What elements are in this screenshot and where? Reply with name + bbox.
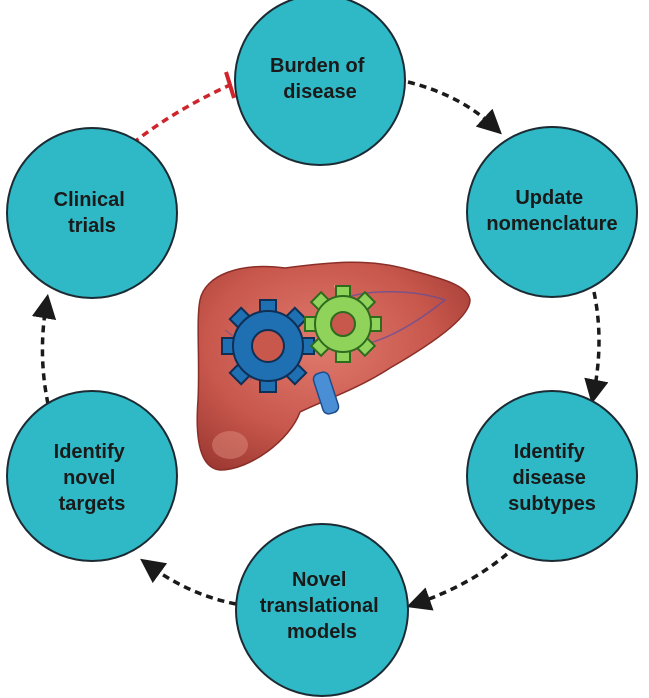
node-subtypes-line-1: Identify <box>514 441 586 463</box>
node-targets-line-3: targets <box>59 493 126 515</box>
node-targets-line-1: Identify <box>54 441 126 463</box>
arrow-burden-to-nomenclature <box>407 80 502 135</box>
node-models: Novel translational models <box>235 523 409 697</box>
node-burden-line-2: disease <box>283 81 356 103</box>
inhibit-trials-to-burden <box>131 83 231 145</box>
svg-text:Identify novel tar: Identify novel targets <box>54 441 131 515</box>
blue-gear-icon <box>221 299 315 393</box>
node-burden-line-1: Burden of <box>270 55 365 77</box>
arrow-subtypes-to-models <box>406 552 509 611</box>
connectors <box>31 71 609 611</box>
node-trials: Clinical trials <box>6 127 178 299</box>
node-trials-line-1: Clinical <box>54 189 125 211</box>
node-models-line-3: models <box>287 621 357 643</box>
node-nomenclature-line-1: Update <box>515 187 583 209</box>
svg-text:Burden of disease: Burden of disease <box>270 55 370 103</box>
svg-text:Identify disease s: Identify disease subtypes <box>508 441 596 515</box>
arrow-nomenclature-to-subtypes <box>584 291 609 405</box>
green-gear-icon <box>304 285 382 363</box>
node-subtypes-line-3: subtypes <box>508 493 596 515</box>
node-targets-line-2: novel <box>63 467 115 489</box>
svg-text:Novel translational: Novel translational models <box>260 569 384 643</box>
node-subtypes-line-2: disease <box>513 467 586 489</box>
node-targets: Identify novel targets <box>6 390 178 562</box>
node-nomenclature: Update nomenclature <box>466 126 638 298</box>
node-burden: Burden of disease <box>234 0 406 166</box>
arrow-models-to-targets <box>140 558 237 606</box>
node-models-line-2: translational <box>260 595 379 617</box>
arrow-targets-to-trials <box>31 293 57 405</box>
node-subtypes: Identify disease subtypes <box>466 390 638 562</box>
inhibit-bar <box>224 71 236 99</box>
node-nomenclature-line-2: nomenclature <box>486 213 617 235</box>
svg-text:Update nomenclature: Update nomenclature <box>486 187 617 235</box>
svg-text:Clinical trials: Clinical trials <box>54 189 131 237</box>
node-models-line-1: Novel <box>292 569 346 591</box>
node-trials-line-2: trials <box>68 215 116 237</box>
